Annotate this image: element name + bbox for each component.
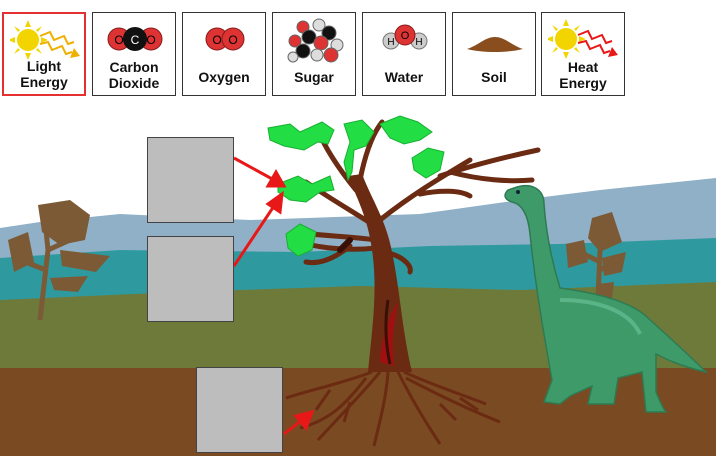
card-label: Heat Energy (542, 59, 624, 91)
label-line-1: Heat (567, 59, 599, 75)
dinosaur (504, 184, 709, 413)
drop-target-roots[interactable] (196, 367, 283, 453)
card-label: Oxygen (183, 69, 265, 85)
card-heat-energy[interactable]: Heat Energy (541, 12, 625, 96)
card-water[interactable]: H O H Water (362, 12, 446, 96)
svg-text:O: O (401, 30, 410, 42)
svg-text:H: H (387, 37, 394, 48)
label-line-1: Sugar (294, 69, 334, 85)
co2-molecule-icon: O C O (107, 27, 163, 51)
pointer-arrows (232, 156, 315, 436)
card-light-energy[interactable]: Light Energy (2, 12, 86, 96)
card-carbon-dioxide[interactable]: O C O Carbon Dioxide (92, 12, 176, 96)
label-line-1: Water (384, 69, 424, 85)
arrow-bottom-to-leaves (232, 190, 284, 267)
card-sugar[interactable]: Sugar (272, 12, 356, 96)
tree-leaves (267, 115, 445, 257)
svg-text:C: C (131, 33, 140, 47)
card-soil[interactable]: Soil (452, 12, 536, 96)
label-line-1: Soil (481, 69, 507, 85)
drop-target-leaves-bottom[interactable] (147, 236, 234, 322)
label-line-1: Oxygen (198, 69, 250, 85)
label-line-2: Energy (20, 74, 68, 90)
water-molecule-icon: H O H (382, 24, 428, 50)
card-oxygen[interactable]: O O Oxygen (182, 12, 266, 96)
card-label: Sugar (273, 69, 355, 85)
arrow-top-to-leaves (233, 156, 287, 188)
sun-rays-icon (10, 20, 80, 60)
svg-text:O: O (114, 33, 123, 47)
drop-target-leaves-top[interactable] (147, 137, 234, 223)
card-label: Water (363, 69, 445, 85)
background-tree-left (8, 200, 110, 321)
soil-pile-icon (467, 37, 523, 52)
background-tree-right (566, 212, 626, 301)
svg-text:O: O (146, 33, 155, 47)
svg-text:O: O (212, 33, 221, 47)
tree-trunk (348, 174, 412, 372)
sugar-molecule-icon (287, 18, 344, 63)
card-label: Light Energy (4, 58, 84, 90)
card-label: Carbon Dioxide (93, 59, 175, 91)
sun-heat-icon (548, 19, 618, 59)
tree-roots (285, 370, 501, 447)
arrow-to-roots (283, 409, 315, 436)
label-line-1: Carbon (109, 59, 159, 75)
svg-text:O: O (228, 33, 237, 47)
o2-molecule-icon: O O (205, 27, 245, 51)
label-line-1: Light (26, 58, 62, 74)
label-line-2: Energy (559, 75, 607, 91)
label-line-2: Dioxide (108, 75, 160, 91)
svg-text:H: H (415, 37, 422, 48)
card-label: Soil (453, 69, 535, 85)
